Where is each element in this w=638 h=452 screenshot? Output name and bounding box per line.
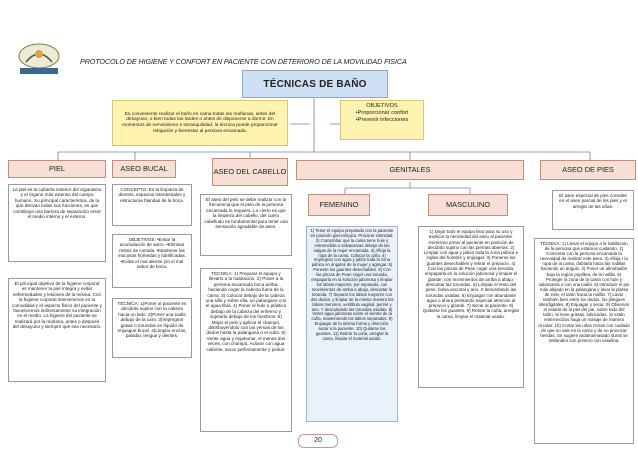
category-genitales: GENITALES xyxy=(296,160,524,180)
aseo-bucal-objetivos: OBJETIVOS: •Evitar la acumulación de sar… xyxy=(112,234,192,288)
category-aseo-bucal: ASEO BUCAL xyxy=(112,160,176,178)
objective-item: •Prevenir infecciones xyxy=(355,117,409,123)
document-title: PROTOCOLO DE HIGIENE Y CONFORT EN PACIEN… xyxy=(80,57,407,66)
page-number: 20 xyxy=(298,434,338,448)
main-title: TÉCNICAS DE BAÑO xyxy=(242,70,388,98)
aseo-bucal-tecnica-text: TÉCNICA: 1)Poner al paciente en decúbito… xyxy=(117,301,187,339)
femenino-procedure-text: 1) Tener el equipo preparado con la paci… xyxy=(310,228,394,341)
category-aseo-pies: ASEO DE PIES xyxy=(540,160,636,180)
aseo-bucal-concepto-text: CONCEPTO: Es la limpieza de dientes, esp… xyxy=(118,187,186,203)
aseo-cabello-description-text: El aseo del pelo se debe realizar con la… xyxy=(204,197,288,230)
aseo-pies-description: El aseo especial de pies consiste en el … xyxy=(552,190,634,230)
aseo-cabello-description: El aseo del pelo se debe realizar con la… xyxy=(200,194,292,256)
aseo-cabello-tecnica-text: TÉCNICA: 1) Preparar el equipo y llevarl… xyxy=(205,271,287,352)
aseo-pies-tecnica-text: TÉCNICA: 1) Llevar el equipo a la habita… xyxy=(538,241,630,343)
femenino-procedure: 1) Tener el equipo preparado con la paci… xyxy=(306,226,398,422)
objectives-box: OBJETIVOS •Proporcionar confort •Preveni… xyxy=(340,100,424,140)
piel-objective: El principal objetivo de la higiene corp… xyxy=(8,278,106,382)
aseo-pies-tecnica: TÉCNICA: 1) Llevar el equipo a la habita… xyxy=(534,238,634,444)
aseo-bucal-objetivos-text: OBJETIVOS: •Evitar la acumulación de sar… xyxy=(118,237,186,270)
aseo-bucal-tecnica: TÉCNICA: 1)Poner al paciente en decúbito… xyxy=(112,298,192,358)
piel-description: La piel es la cubierta exterior del orga… xyxy=(8,184,106,262)
aseo-cabello-tecnica: TÉCNICA: 1) Preparar el equipo y llevarl… xyxy=(200,268,292,432)
aseo-bucal-concepto: CONCEPTO: Es la limpieza de dientes, esp… xyxy=(112,184,192,226)
intro-text: Es conveniente realizar el baño en cama … xyxy=(122,111,278,134)
aseo-pies-description-text: El aseo especial de pies consiste en el … xyxy=(559,193,627,209)
piel-description-text: La piel es la cubierta exterior del orga… xyxy=(12,187,102,220)
category-piel: PIEL xyxy=(8,160,106,178)
piel-objective-text: El principal objetivo de la higiene corp… xyxy=(12,281,102,330)
category-aseo-cabello: ASEO DEL CABELLO xyxy=(212,158,288,186)
university-logo xyxy=(8,42,70,76)
category-femenino: FEMENINO xyxy=(308,194,370,216)
objectives-title: OBJETIVOS xyxy=(366,103,398,109)
intro-note: Es conveniente realizar el baño en cama … xyxy=(112,100,288,146)
objective-item: •Proporcionar confort xyxy=(355,110,409,116)
masculino-procedure: 1) Dejar todo el equipo listo para su us… xyxy=(418,226,524,388)
masculino-procedure-text: 1) Dejar todo el equipo listo para su us… xyxy=(422,229,520,319)
category-masculino: MASCULINO xyxy=(428,194,508,216)
